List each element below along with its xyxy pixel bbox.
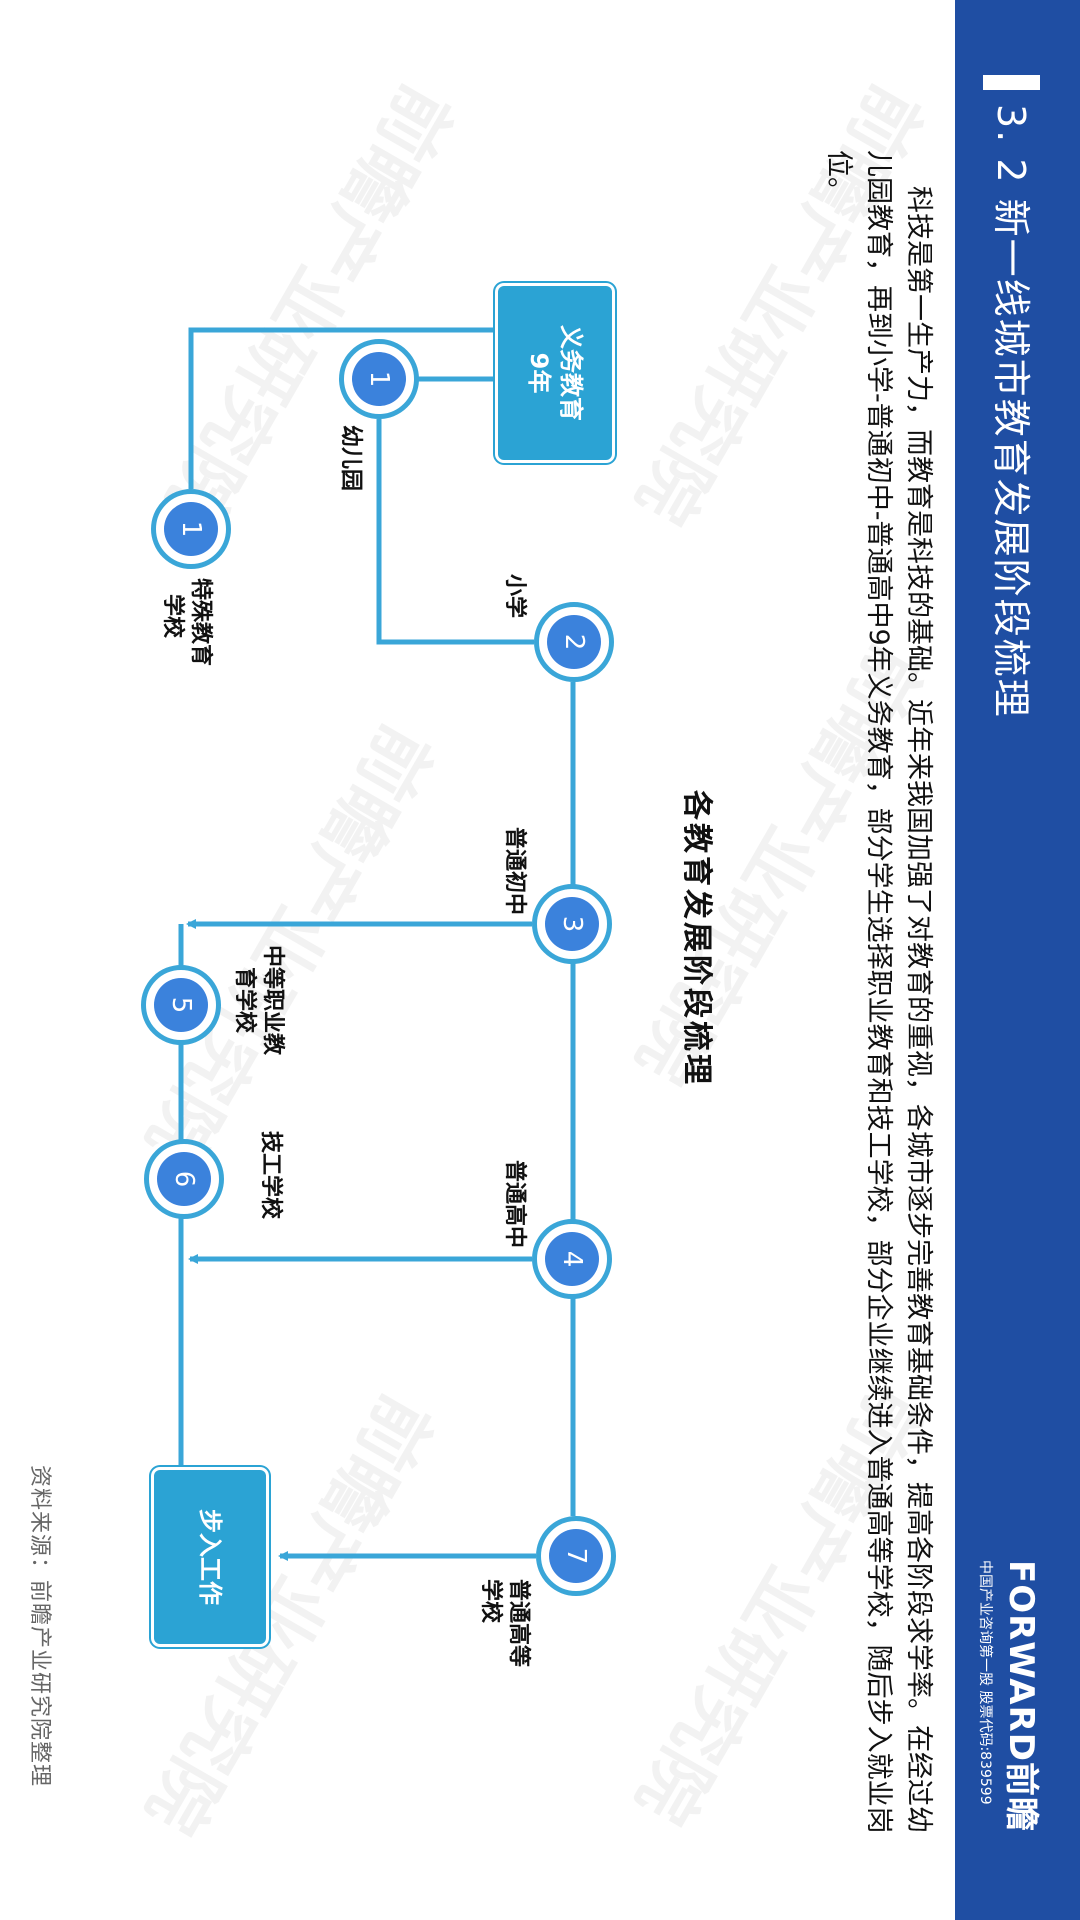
node-number: 3	[545, 897, 599, 951]
node-number: 1	[352, 352, 406, 406]
label-primary: 小学	[502, 574, 527, 619]
label-technical: 技工学校	[258, 1131, 283, 1220]
label-line: 中等职业教	[260, 945, 285, 1056]
label-line: 育学校	[232, 967, 257, 1034]
node-university: 7	[536, 1516, 616, 1596]
label-line: 特殊教育	[188, 578, 213, 667]
label-line: 普通高等	[506, 1579, 531, 1668]
enter-work-box: 步入工作	[154, 1470, 266, 1644]
compulsory-box-line1: 义务教育	[557, 325, 585, 421]
node-technical: 6	[144, 1139, 224, 1219]
label-line: 学校	[160, 594, 185, 639]
compulsory-box-line2: 9年	[525, 352, 553, 394]
node-vocational: 5	[141, 965, 221, 1045]
label-vocational: 中等职业教 育学校	[230, 945, 286, 1055]
label-special-education: 特殊教育 学校	[158, 578, 214, 666]
node-number: 6	[157, 1152, 211, 1206]
node-number: 5	[154, 978, 208, 1032]
label-kindergarten: 幼儿园	[338, 425, 363, 492]
node-kindergarten: 1	[339, 339, 419, 419]
label-senior-high: 普通高中	[502, 1160, 527, 1249]
node-special-education: 1	[151, 489, 231, 569]
label-junior-high: 普通初中	[502, 827, 527, 916]
node-number: 2	[547, 615, 601, 669]
node-number: 1	[164, 502, 218, 556]
node-junior-high: 3	[532, 884, 612, 964]
label-university: 普通高等 学校	[476, 1579, 532, 1667]
compulsory-education-box: 义务教育 9年	[498, 286, 612, 460]
node-senior-high: 4	[532, 1219, 612, 1299]
node-number: 7	[549, 1529, 603, 1583]
source-note: 资料来源：前瞻产业研究院整理	[27, 1465, 52, 1788]
label-line: 学校	[478, 1579, 503, 1624]
enter-work-label: 步入工作	[196, 1509, 224, 1605]
node-primary: 2	[534, 602, 614, 682]
node-number: 4	[545, 1232, 599, 1286]
